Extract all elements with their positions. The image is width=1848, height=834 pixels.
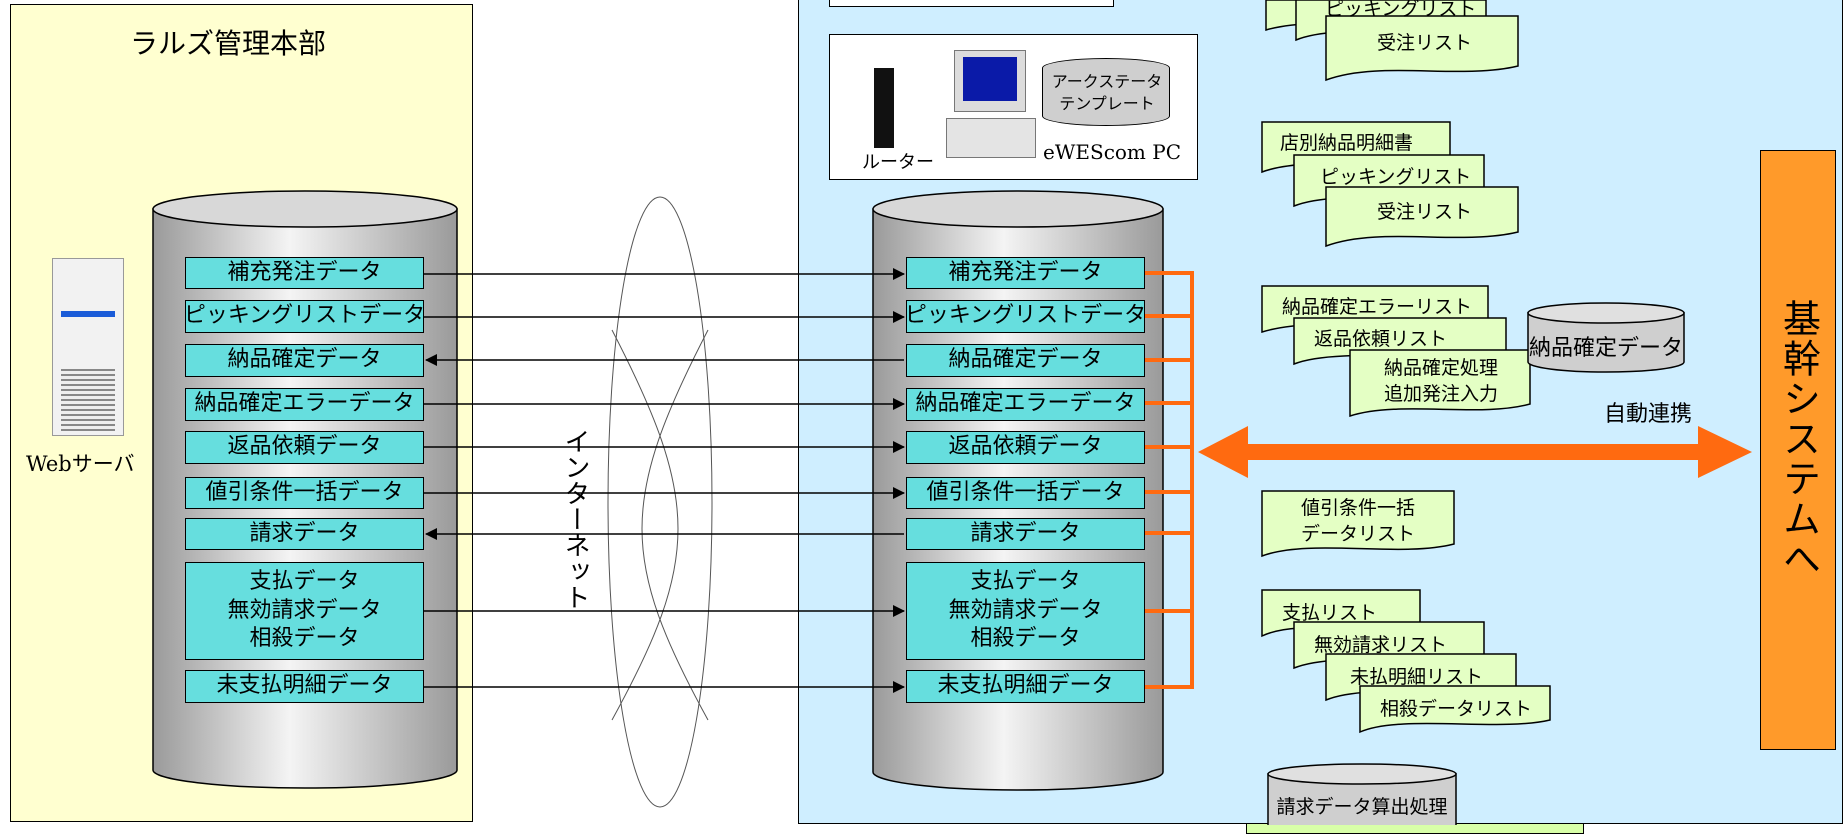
core-system-box: 基幹システムへ (1760, 150, 1836, 750)
g3-error-label: 納品確定エラーリスト (1282, 296, 1473, 318)
doc-g1-order (1325, 15, 1519, 82)
g3-process-label: 納品確定処理 追加発注入力 (1383, 357, 1498, 405)
left-item-5: 値引条件一括データ (185, 477, 424, 509)
center-item-0: 補充発注データ (906, 257, 1145, 289)
transfer-arrows (424, 268, 905, 693)
doc-g3-process (1349, 349, 1531, 418)
router-label: ルーター (862, 152, 934, 173)
web-server-label: Webサーバ (26, 452, 135, 476)
orange-connectors (1145, 271, 1194, 689)
g2-picking-label: ピッキングリスト (1320, 166, 1472, 188)
g2-store-label: 店別納品明細書 (1280, 132, 1414, 154)
left-item-7: 支払データ 無効請求データ 相殺データ (185, 562, 424, 660)
top-box (829, 0, 1114, 7)
left-item-2: 納品確定データ (185, 344, 424, 377)
internet-label: インターネット (560, 428, 590, 610)
left-panel-title: ラルズ管理本部 (130, 27, 327, 60)
internet-icon (607, 196, 713, 808)
center-item-4: 返品依頼データ (906, 431, 1145, 464)
center-item-5: 値引条件一括データ (906, 477, 1145, 509)
template-label: アークステータ テンプレート (1051, 72, 1163, 113)
g3-cylinder-label: 納品確定データ (1528, 336, 1683, 361)
g4-discount-label: 値引条件一括 データリスト (1300, 497, 1415, 545)
left-item-8: 未支払明細データ (185, 670, 424, 703)
g3-cylinder (1527, 302, 1685, 373)
center-item-8: 未支払明細データ (906, 670, 1145, 703)
left-item-0: 補充発注データ (185, 257, 424, 289)
doc-g2-order (1325, 186, 1519, 248)
g1-order-label: 受注リスト (1377, 32, 1473, 54)
g5-invalid-label: 無効請求リスト (1314, 634, 1448, 656)
g5-pay-label: 支払リスト (1282, 602, 1378, 624)
center-item-7: 支払データ 無効請求データ 相殺データ (906, 562, 1145, 660)
pc-icon (954, 50, 1026, 112)
g3-return-label: 返品依頼リスト (1314, 328, 1448, 350)
left-item-6: 請求データ (185, 518, 424, 550)
template-cylinder: アークステータ テンプレート (1042, 58, 1170, 126)
g2-order-label: 受注リスト (1377, 201, 1473, 223)
left-item-3: 納品確定エラーデータ (185, 388, 424, 421)
left-item-1: ピッキングリストデータ (184, 300, 425, 333)
doc-g4-discount (1261, 490, 1455, 558)
pc-label: eWEScom PC (1043, 140, 1182, 164)
auto-link-label: 自動連携 (1604, 402, 1693, 427)
left-item-4: 返品依頼データ (185, 431, 424, 464)
auto-link-arrow (1198, 426, 1752, 478)
center-item-2: 納品確定データ (906, 344, 1145, 377)
g5-unpaid-label: 未払明細リスト (1350, 666, 1484, 688)
g1-picking-label: ピッキングリスト (1325, 0, 1477, 20)
center-item-1: ピッキングリストデータ (905, 300, 1146, 333)
core-system-label: 基幹システムへ (1776, 299, 1821, 579)
g6-cylinder (1267, 763, 1457, 825)
doc-g5-offset (1359, 685, 1551, 734)
pc-base-icon (946, 118, 1036, 158)
router-icon (874, 68, 894, 148)
g6-process-label: 請求データ算出処理 (1276, 796, 1448, 818)
center-item-3: 納品確定エラーデータ (906, 388, 1145, 421)
g5-offset-label: 相殺データリスト (1380, 698, 1533, 720)
center-item-6: 請求データ (906, 518, 1145, 550)
web-server-icon (52, 258, 124, 436)
